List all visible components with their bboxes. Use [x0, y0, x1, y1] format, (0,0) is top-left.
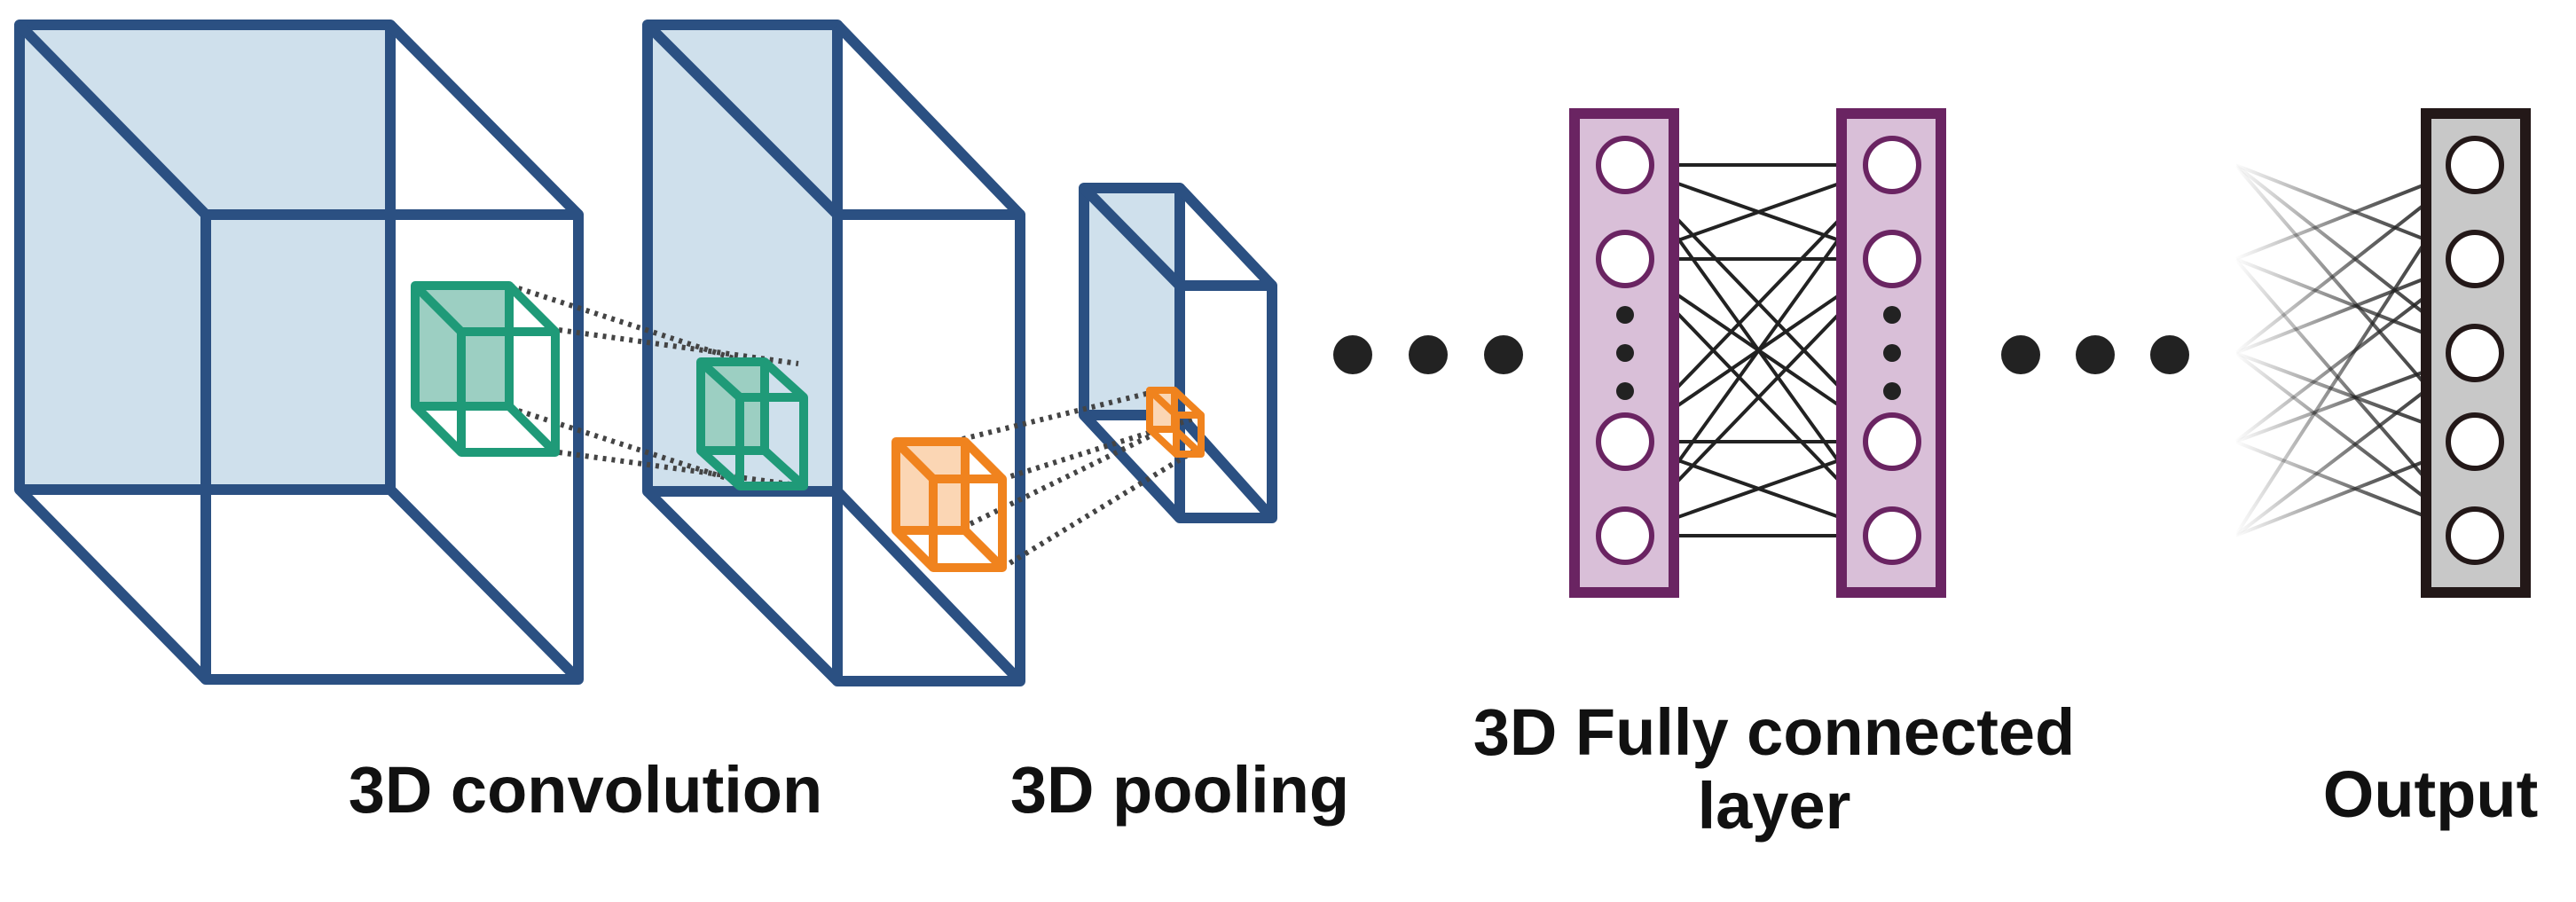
- output-node-4: [2446, 412, 2504, 471]
- output-label: Output: [2322, 757, 2539, 831]
- convolution-label: 3D convolution: [348, 753, 823, 827]
- fc-a-node-2: [1596, 230, 1654, 288]
- pooling-kernel-cube: [891, 437, 1007, 572]
- fully-connected-label: 3D Fully connected layer: [1419, 695, 2129, 843]
- fully-connected-layer-a: [1569, 108, 1679, 598]
- fully-connected-layer-b: [1836, 108, 1946, 598]
- output-node-3: [2446, 324, 2504, 382]
- fc-a-node-4: [1596, 506, 1654, 565]
- convolution-kernel-cube: [411, 281, 560, 457]
- fc-b-node-3: [1863, 412, 1921, 471]
- ellipsis-dots-2: [2001, 335, 2189, 374]
- output-layer: [2421, 108, 2531, 598]
- fc-b-node-4: [1863, 506, 1921, 565]
- output-node-2: [2446, 230, 2504, 288]
- pooling-result-cube: [1146, 387, 1205, 458]
- fully-connected-label-line-1: 3D Fully connected: [1473, 695, 2076, 769]
- pooling-output-volume: [1079, 183, 1277, 523]
- fc-a-node-3: [1596, 412, 1654, 471]
- ellipsis-dots-1: [1333, 335, 1523, 374]
- output-node-5: [2446, 506, 2504, 565]
- convolution-result-cube: [696, 357, 808, 490]
- fully-connected-label-line-2: layer: [1697, 768, 1851, 843]
- convolution-output-volume: [642, 20, 1025, 686]
- convolution-kernel-connections: [509, 283, 804, 489]
- pooling-label: 3D pooling: [1009, 753, 1350, 827]
- fc-a-node-1: [1596, 136, 1654, 194]
- fc-b-node-1: [1863, 136, 1921, 194]
- fc-b-node-2: [1863, 230, 1921, 288]
- output-node-1: [2446, 136, 2504, 194]
- input-volume: [14, 20, 584, 685]
